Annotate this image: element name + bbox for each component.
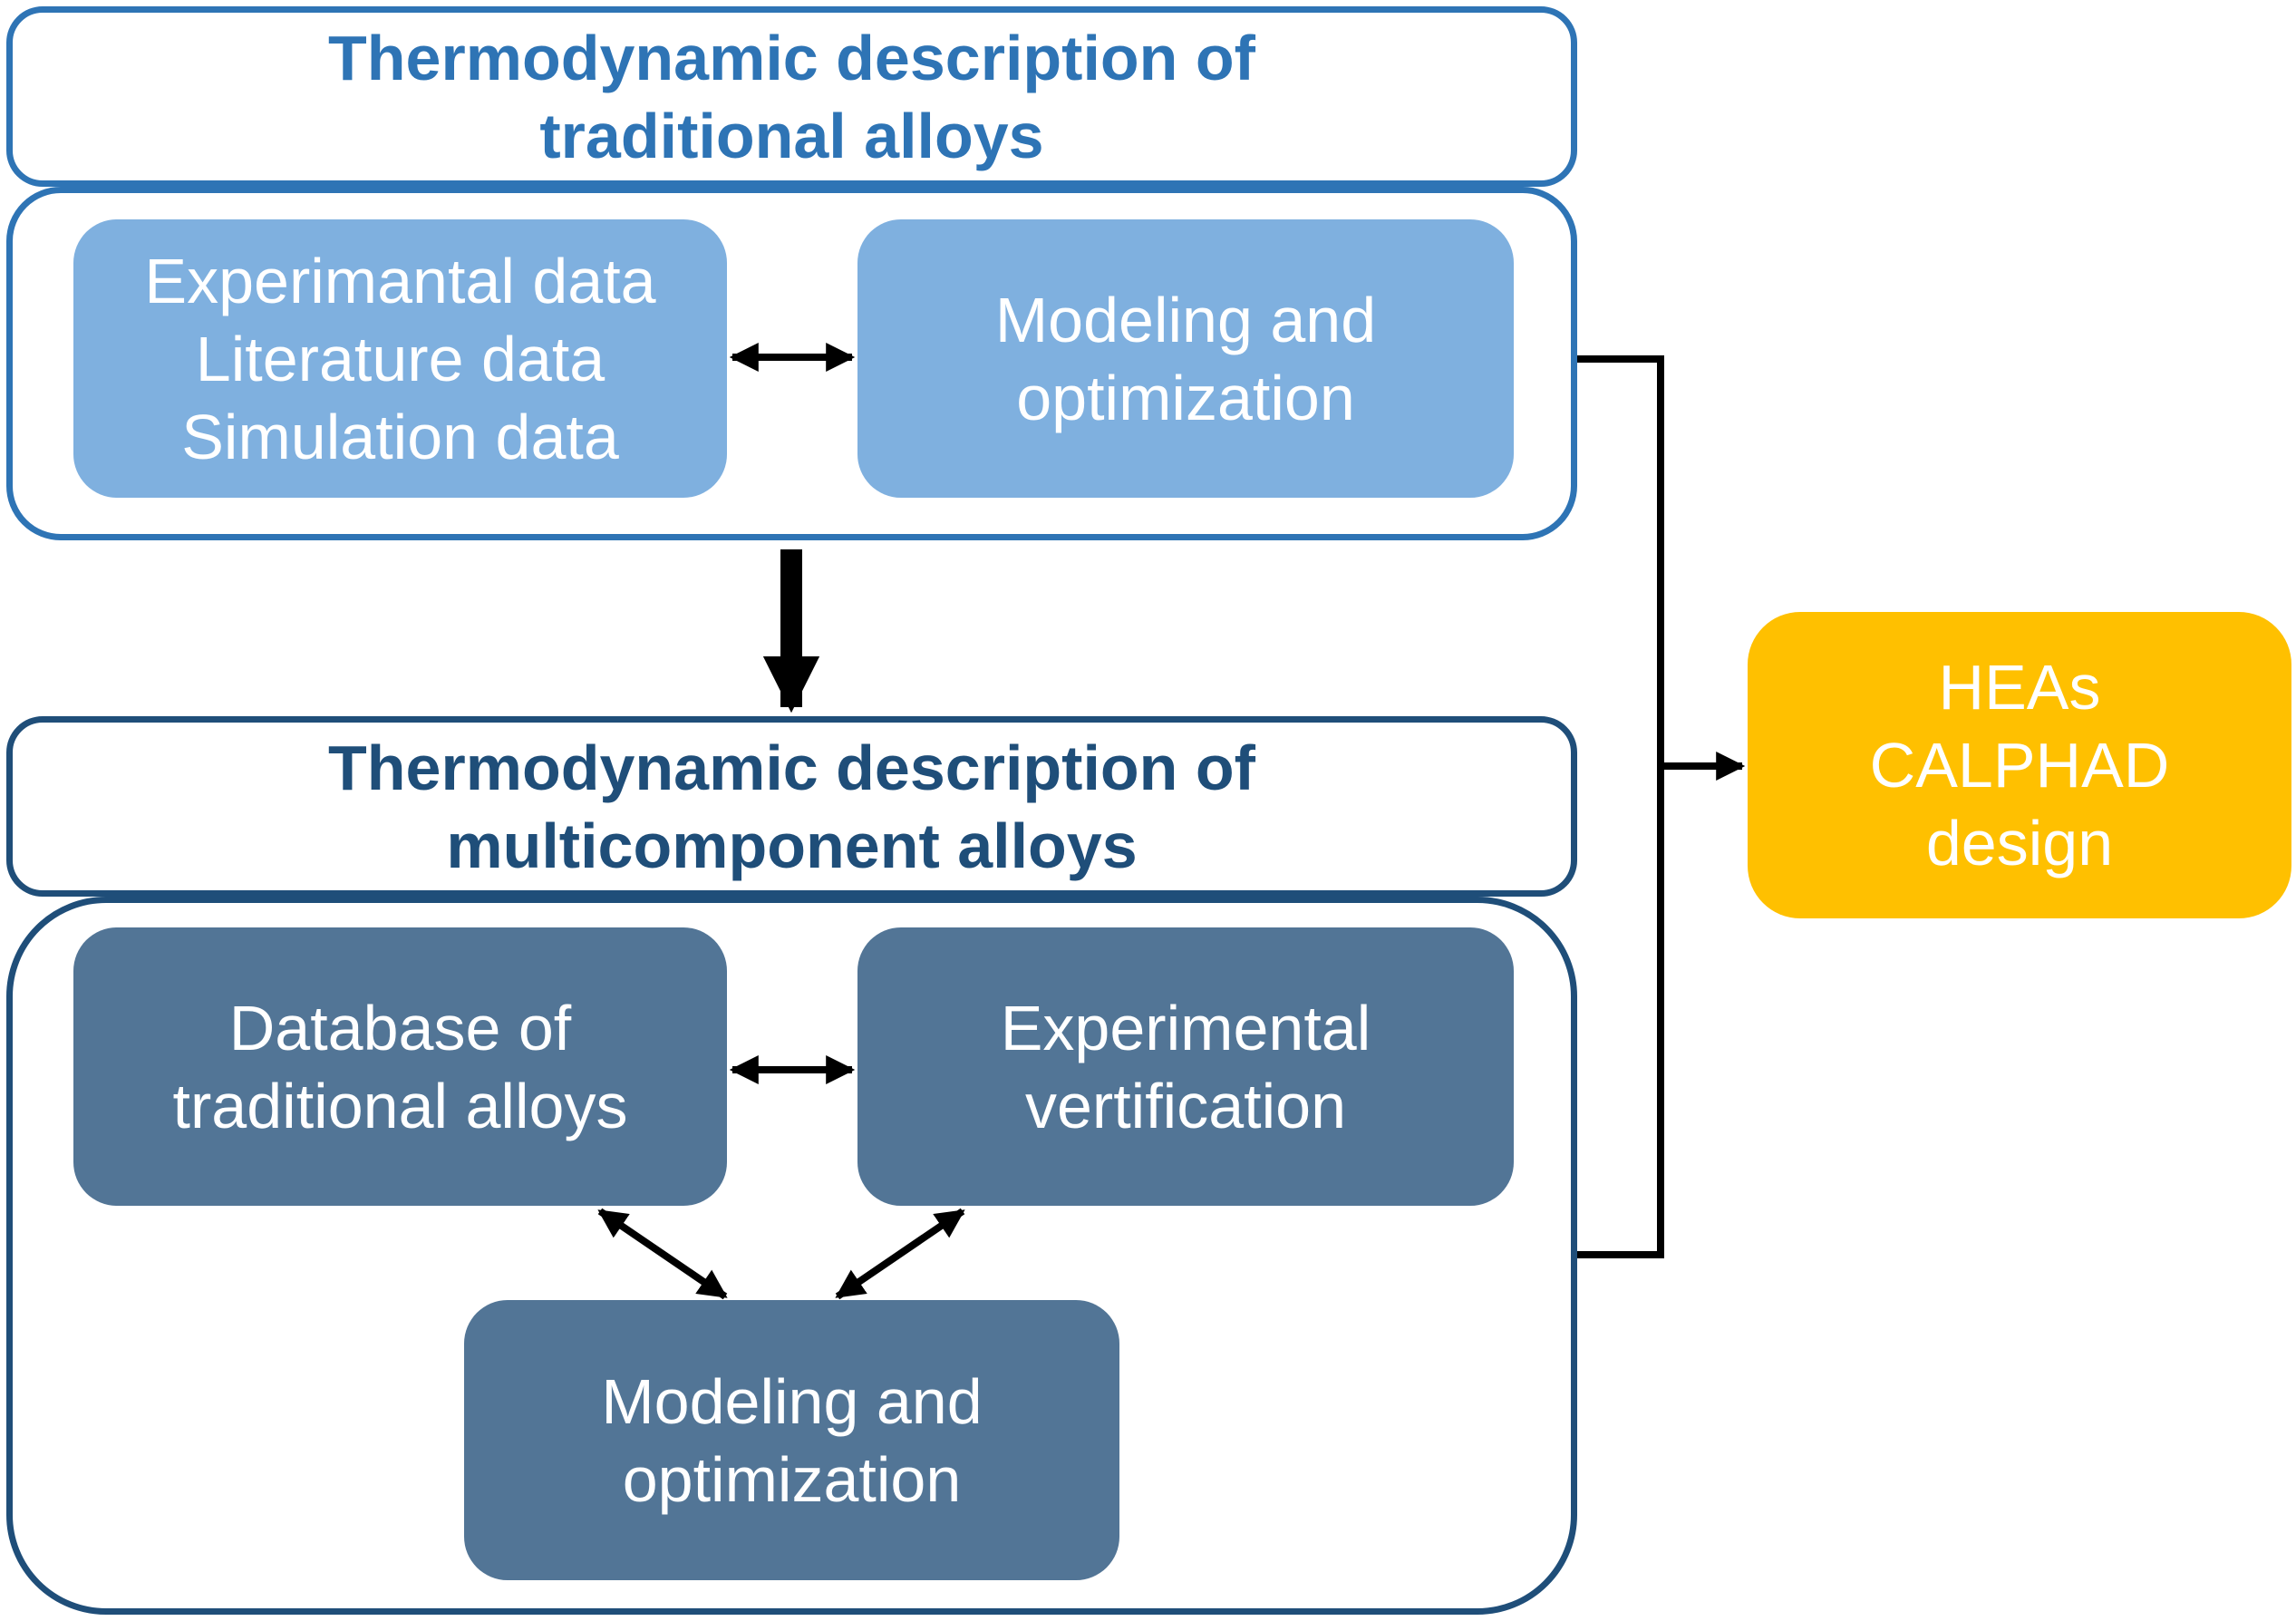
multicomponent-title-line-1: Thermodynamic description of xyxy=(328,732,1255,803)
multicomponent-modeling-line-2: optimization xyxy=(622,1443,962,1515)
traditional-modeling-line-1: Modeling and xyxy=(994,284,1377,355)
verification-box: Experimental vertification xyxy=(857,927,1514,1206)
database-line-1: Database of xyxy=(228,992,572,1063)
result-bracket-line xyxy=(1577,355,1664,1258)
traditional-title-line-1: Thermodynamic description of xyxy=(328,22,1255,93)
multicomponent-modeling-line-1: Modeling and xyxy=(601,1365,983,1437)
database-line-2: traditional alloys xyxy=(172,1070,628,1141)
multicomponent-title-line-2: multicomponent alloys xyxy=(446,810,1138,881)
multicomponent-modeling-box: Modeling and optimization xyxy=(464,1300,1119,1580)
data-source-experimental: Experimantal data xyxy=(144,245,656,316)
traditional-title-line-2: traditional alloys xyxy=(539,100,1044,171)
result-line-1: HEAs xyxy=(1938,652,2101,723)
traditional-modeling-box: Modeling and optimization xyxy=(857,219,1514,498)
multicomponent-alloys-title: Thermodynamic description of multicompon… xyxy=(6,716,1577,897)
result-line-3: design xyxy=(1925,808,2114,878)
data-sources-box: Experimantal data Literature data Simula… xyxy=(73,219,727,498)
traditional-modeling-line-2: optimization xyxy=(1016,362,1355,433)
verification-line-2: vertification xyxy=(1024,1070,1347,1141)
traditional-alloys-title: Thermodynamic description of traditional… xyxy=(6,6,1577,187)
data-source-simulation: Simulation data xyxy=(181,401,619,472)
result-line-2: CALPHAD xyxy=(1869,730,2170,801)
database-box: Database of traditional alloys xyxy=(73,927,727,1206)
verification-line-1: Experimental xyxy=(1000,992,1371,1063)
result-box: HEAs CALPHAD design xyxy=(1748,612,2291,918)
data-source-literature: Literature data xyxy=(195,323,605,394)
